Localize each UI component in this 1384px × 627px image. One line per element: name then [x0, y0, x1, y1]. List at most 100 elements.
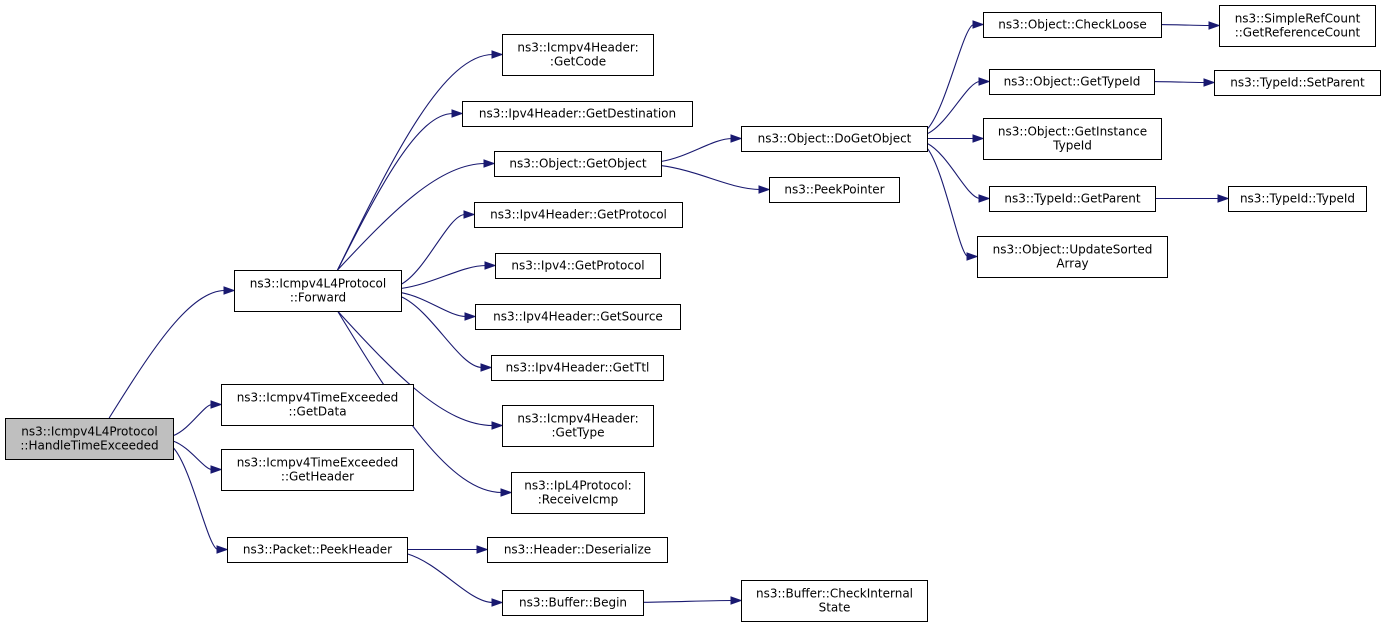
- edge-forward-to-getobject: [337, 162, 486, 271]
- node-gettype[interactable]: ns3::Icmpv4Header::GetType: [502, 405, 654, 447]
- edge-dogetobject-to-getparent: [926, 142, 981, 200]
- node-box: [502, 34, 654, 76]
- node-getsource[interactable]: ns3::Ipv4Header::GetSource: [475, 304, 681, 330]
- edge-obj-gettypeid-to-setparent: [1153, 81, 1206, 84]
- edge-arrowhead: [1208, 21, 1221, 30]
- edge-getobject-to-peekpointer: [660, 165, 761, 191]
- node-label: ::GetData: [288, 405, 346, 419]
- node-label: ns3::IpL4Protocol:: [524, 479, 631, 493]
- node-label: ns3::Icmpv4TimeExceeded: [237, 391, 399, 405]
- node-box: [221, 449, 414, 491]
- edge-arrowhead: [730, 134, 743, 143]
- node-getrefcount[interactable]: ns3::SimpleRefCount::GetReferenceCount: [1219, 5, 1376, 47]
- node-ipv4h-getproto[interactable]: ns3::Ipv4Header::GetProtocol: [474, 202, 683, 228]
- node-te-getdata[interactable]: ns3::Icmpv4TimeExceeded::GetData: [221, 384, 414, 426]
- node-box: [769, 177, 900, 203]
- node-label: ns3::Object::GetTypeId: [1004, 75, 1141, 89]
- node-box: [227, 537, 408, 563]
- node-getttl[interactable]: ns3::Ipv4Header::GetTtl: [491, 355, 664, 381]
- node-setparent[interactable]: ns3::TypeId::SetParent: [1214, 70, 1381, 96]
- node-receiveicmp[interactable]: ns3::IpL4Protocol::ReceiveIcmp: [511, 472, 645, 514]
- node-label: ns3::Icmpv4Header:: [517, 41, 638, 55]
- node-label: ::GetReferenceCount: [1235, 26, 1361, 40]
- node-label: ns3::Packet::PeekHeader: [243, 543, 392, 557]
- edge-root-to-te-getheader: [172, 440, 213, 471]
- node-peekpointer[interactable]: ns3::PeekPointer: [769, 177, 900, 203]
- edge-arrowhead: [972, 134, 985, 143]
- node-label: ns3::Object::DoGetObject: [758, 132, 912, 146]
- edge-arrowhead: [483, 159, 496, 168]
- node-label: Array: [1056, 257, 1088, 271]
- node-checkloose[interactable]: ns3::Object::CheckLoose: [983, 12, 1162, 38]
- node-label: State: [819, 601, 851, 615]
- node-label: TypeId: [1052, 139, 1092, 153]
- node-typeid[interactable]: ns3::TypeId::TypeId: [1228, 186, 1367, 212]
- node-getdest[interactable]: ns3::Ipv4Header::GetDestination: [462, 101, 693, 127]
- edge-buf-begin-to-checkinternal: [642, 599, 733, 603]
- edge-forward-to-getcode: [337, 53, 494, 271]
- node-label: ns3::Icmpv4Header:: [517, 412, 638, 426]
- edge-arrowhead: [484, 261, 497, 270]
- node-forward[interactable]: ns3::Icmpv4L4Protocol::Forward: [234, 270, 402, 312]
- edge-arrowhead: [216, 545, 229, 554]
- node-label: :ReceiveIcmp: [538, 493, 618, 507]
- node-label: ns3::Icmpv4L4Protocol: [21, 425, 157, 439]
- edge-forward-to-getdest: [337, 112, 454, 271]
- edge-forward-to-getttl: [400, 296, 483, 369]
- node-box: [487, 537, 668, 563]
- node-label: ns3::Object::CheckLoose: [998, 18, 1146, 32]
- node-label: ns3::Ipv4::GetProtocol: [511, 259, 644, 273]
- edge-root-to-peekheader: [172, 447, 219, 551]
- node-getcode[interactable]: ns3::Icmpv4Header::GetCode: [502, 34, 654, 76]
- node-label: ::GetHeader: [281, 470, 354, 484]
- edge-arrowhead: [223, 286, 236, 295]
- node-box: [1219, 5, 1376, 47]
- node-te-getheader[interactable]: ns3::Icmpv4TimeExceeded::GetHeader: [221, 449, 414, 491]
- edge-arrowhead: [210, 400, 223, 409]
- node-label: ns3::Ipv4Header::GetDestination: [479, 107, 676, 121]
- node-box: [989, 186, 1156, 212]
- node-label: :GetCode: [550, 55, 606, 69]
- edge-arrowhead: [491, 421, 504, 430]
- node-root[interactable]: ns3::Icmpv4L4Protocol::HandleTimeExceede…: [5, 418, 174, 460]
- edge-arrowhead: [758, 185, 771, 194]
- edge-dogetobject-to-updatesorted: [926, 147, 969, 258]
- node-label: ns3::Header::Deserialize: [504, 543, 651, 557]
- nodes-layer: ns3::Icmpv4L4Protocol::HandleTimeExceede…: [5, 5, 1381, 622]
- node-box: [5, 418, 174, 460]
- node-deserialize[interactable]: ns3::Header::Deserialize: [487, 537, 668, 563]
- edge-getobject-to-dogetobject: [660, 137, 733, 163]
- node-box: [462, 101, 693, 127]
- node-label: ns3::Ipv4Header::GetTtl: [506, 361, 650, 375]
- edge-forward-to-ipv4h-getproto: [400, 213, 466, 285]
- node-box: [474, 202, 683, 228]
- node-label: ns3::Buffer::CheckInternal: [756, 587, 913, 601]
- edge-arrowhead: [480, 363, 493, 372]
- node-label: ns3::Icmpv4TimeExceeded: [237, 456, 399, 470]
- node-peekheader[interactable]: ns3::Packet::PeekHeader: [227, 537, 408, 563]
- edge-dogetobject-to-obj-gettypeid: [926, 80, 981, 135]
- node-getobject[interactable]: ns3::Object::GetObject: [494, 151, 662, 177]
- edge-arrowhead: [1203, 78, 1216, 87]
- node-ipv4-getproto[interactable]: ns3::Ipv4::GetProtocol: [495, 253, 661, 279]
- node-label: ns3::Object::GetInstance: [998, 125, 1147, 139]
- node-label: ns3::TypeId::TypeId: [1240, 192, 1355, 206]
- node-dogetobject[interactable]: ns3::Object::DoGetObject: [741, 126, 928, 152]
- edge-arrowhead: [978, 77, 991, 86]
- node-box: [495, 253, 661, 279]
- edge-arrowhead: [491, 598, 504, 607]
- node-getparent[interactable]: ns3::TypeId::GetParent: [989, 186, 1156, 212]
- edge-forward-to-gettype: [337, 310, 494, 427]
- edge-arrowhead: [978, 194, 991, 203]
- edge-checkloose-to-getrefcount: [1160, 24, 1211, 27]
- node-buf-begin[interactable]: ns3::Buffer::Begin: [502, 590, 644, 616]
- node-box: [511, 472, 645, 514]
- node-obj-gettypeid[interactable]: ns3::Object::GetTypeId: [989, 69, 1155, 95]
- node-box: [475, 304, 681, 330]
- node-box: [983, 118, 1162, 160]
- node-box: [1228, 186, 1367, 212]
